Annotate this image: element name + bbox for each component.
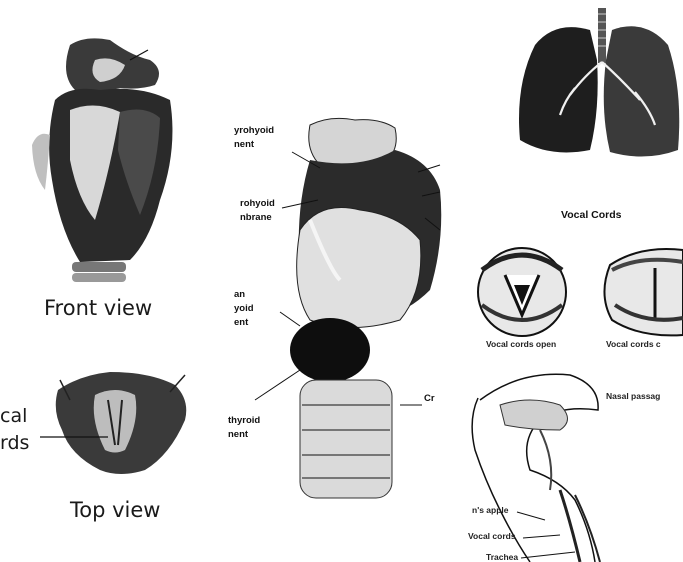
trachea-label: Trachea [486, 552, 518, 562]
adams-apple-label: n's apple [472, 505, 509, 515]
vocal-cords-label: Vocal cords [468, 531, 516, 541]
